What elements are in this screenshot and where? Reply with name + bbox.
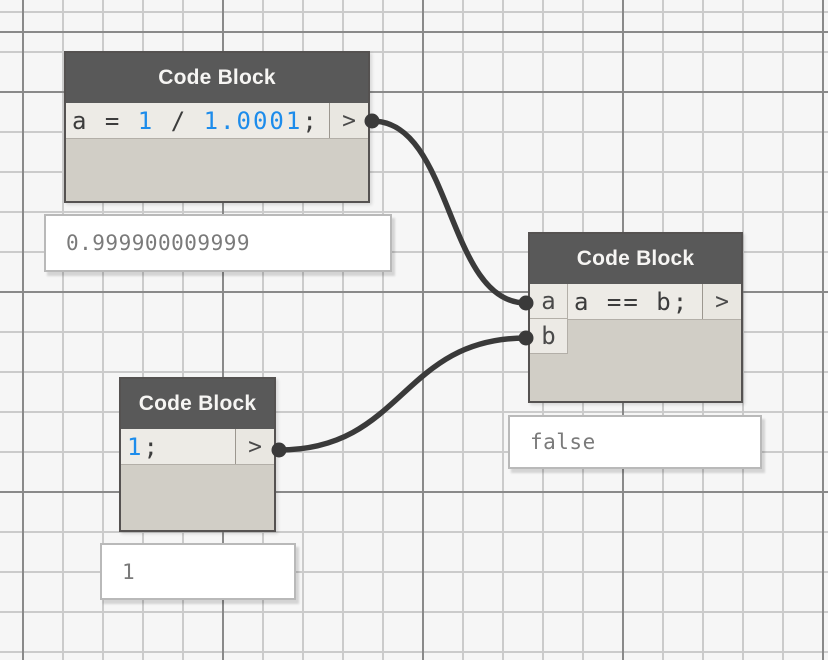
node-3-title[interactable]: Code Block	[121, 379, 274, 429]
code-token: /	[154, 106, 204, 135]
code-block-node-2[interactable]: Code Block a b a == b; >	[528, 232, 743, 403]
node-2-output-port[interactable]: >	[702, 284, 741, 319]
code-block-node-3[interactable]: Code Block 1 ; >	[119, 377, 276, 532]
node-2-input-port-b[interactable]: b	[530, 319, 568, 354]
node-3-code-input[interactable]: 1 ;	[121, 429, 235, 464]
code-token: ;	[143, 432, 160, 461]
node-3-preview-bubble: 1	[100, 543, 296, 600]
node-1-output-port[interactable]: >	[329, 103, 368, 138]
node-1-body	[66, 139, 368, 201]
node-3-output-port[interactable]: >	[235, 429, 274, 464]
code-token: 1	[137, 106, 155, 135]
node-1-code-input[interactable]: a = 1 / 1.0001 ;	[66, 103, 329, 138]
node-1-preview-bubble: 0.999900009999	[44, 214, 392, 272]
wire-node1-to-node2-input-a[interactable]	[371, 118, 527, 306]
code-token: 1.0001	[203, 106, 303, 135]
code-token: a =	[72, 106, 138, 135]
node-3-body	[121, 465, 274, 530]
code-token: 1	[127, 432, 144, 461]
wire-node3-to-node2-input-b[interactable]	[278, 335, 527, 453]
node-2-input-port-a[interactable]: a	[530, 284, 568, 319]
node-3-preview-value: 1	[122, 559, 136, 584]
node-2-code-input[interactable]: a == b;	[568, 284, 702, 319]
node-2-title[interactable]: Code Block	[530, 234, 741, 284]
code-token: ;	[302, 106, 319, 135]
node-1-preview-value: 0.999900009999	[66, 231, 251, 255]
code-token: a == b;	[574, 287, 690, 316]
node-2-preview-value: false	[530, 430, 596, 454]
node-2-preview-bubble: false	[508, 415, 762, 469]
code-block-node-1[interactable]: Code Block a = 1 / 1.0001 ; >	[64, 51, 370, 203]
node-1-title[interactable]: Code Block	[66, 53, 368, 103]
